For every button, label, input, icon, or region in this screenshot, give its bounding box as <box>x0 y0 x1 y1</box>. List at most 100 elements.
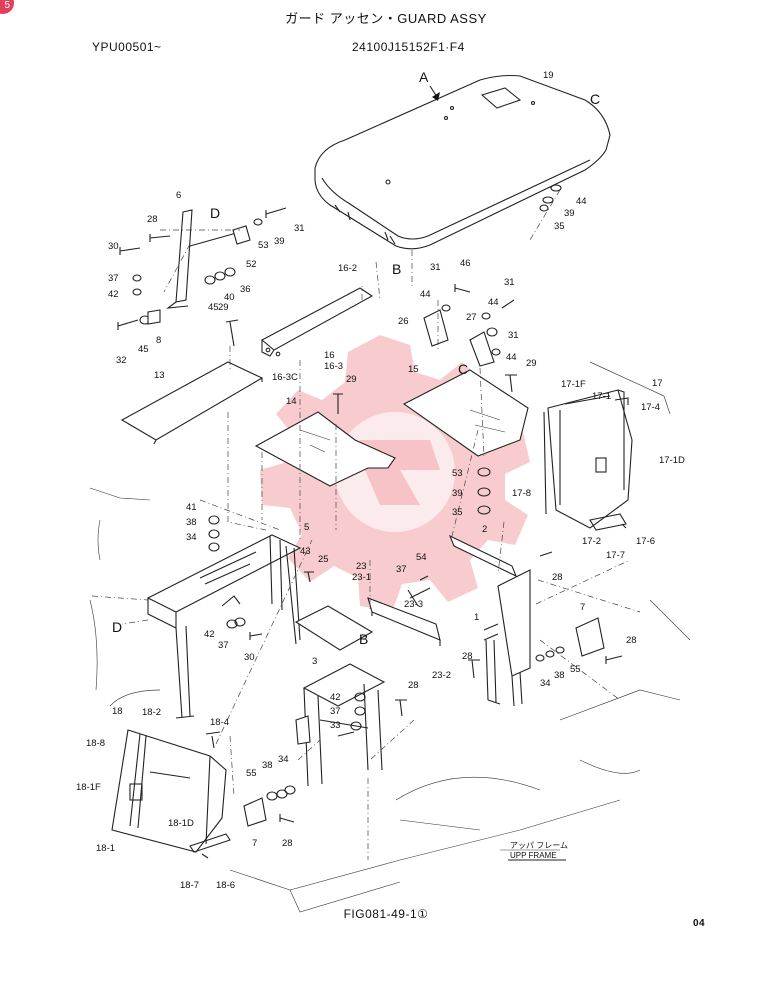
view-marker-c-mid: C <box>458 361 468 377</box>
label-32: 32 <box>116 355 127 366</box>
label-13: 13 <box>154 370 165 381</box>
label-31: 31 <box>504 277 515 288</box>
label-29: 29 <box>346 374 357 385</box>
label-28: 28 <box>552 572 563 583</box>
label-17-1d: 17-1D <box>659 455 685 466</box>
label-34: 34 <box>186 532 197 543</box>
label-33: 33 <box>330 720 341 731</box>
part-3-stand <box>294 605 386 787</box>
label-37: 37 <box>108 273 119 284</box>
label-44: 44 <box>420 289 431 300</box>
label-23: 23 <box>356 561 367 572</box>
label-16-2: 16-2 <box>338 263 357 274</box>
view-marker-b-mid: B <box>359 631 368 647</box>
label-44: 44 <box>576 196 587 207</box>
label-7: 7 <box>580 602 585 613</box>
label-7: 7 <box>252 838 257 849</box>
fasteners-41-38-34 <box>208 515 314 640</box>
label-31: 31 <box>430 262 441 273</box>
page-code: 04 <box>693 918 706 929</box>
label-15: 15 <box>408 364 419 375</box>
label-18-4: 18-4 <box>210 717 229 728</box>
label-28: 28 <box>408 680 419 691</box>
view-marker-a: A <box>419 69 429 85</box>
label-18-6: 18-6 <box>216 880 235 891</box>
assembly-part-number: 24100J15152F1·F4 <box>352 40 465 54</box>
fasteners-53-39-35 <box>477 467 491 515</box>
label-39: 39 <box>564 208 575 219</box>
upper-frame-note-jp: アッパ フレーム <box>510 841 568 850</box>
label-54: 54 <box>416 552 427 563</box>
page-marker-badge: 5 <box>0 0 14 14</box>
label-3: 3 <box>312 656 317 667</box>
label-42: 42 <box>204 629 215 640</box>
label-39: 39 <box>452 488 463 499</box>
part-5-frame <box>146 534 302 719</box>
label-52: 52 <box>246 259 257 270</box>
label-17-1: 17-1 <box>592 391 611 402</box>
label-18-8: 18-8 <box>86 738 105 749</box>
part-17-right-door <box>543 389 633 531</box>
upper-frame-outline <box>89 487 691 913</box>
label-18-2: 18-2 <box>142 707 161 718</box>
figure-number: FIG081-49-1① <box>343 907 429 921</box>
label-53: 53 <box>258 240 269 251</box>
label-55: 55 <box>570 664 581 675</box>
part-7-latch-right <box>535 617 623 664</box>
parts-26-27-hinges <box>423 284 517 393</box>
label-29: 29 <box>218 302 229 313</box>
label-30: 30 <box>108 241 119 252</box>
label-55: 55 <box>246 768 257 779</box>
label-43: 43 <box>300 546 311 557</box>
part-1-2-frame <box>448 534 553 707</box>
part-14-plate <box>254 411 396 487</box>
serial-range: YPU00501~ <box>92 40 162 54</box>
label-23-3: 23-3 <box>404 599 423 610</box>
part-13-plate <box>120 361 264 445</box>
label-36: 36 <box>240 284 251 295</box>
label-29: 29 <box>526 358 537 369</box>
view-marker-d-top: D <box>210 205 220 221</box>
part-15-plate <box>402 369 529 457</box>
fasteners-top-right <box>539 184 562 212</box>
label-19: 19 <box>543 70 554 81</box>
label-18: 18 <box>112 706 123 717</box>
part-23-bracket <box>367 575 441 646</box>
label-45: 45 <box>138 344 149 355</box>
label-35: 35 <box>452 507 463 518</box>
assembly-guide-lines <box>91 189 641 860</box>
view-marker-b-top: B <box>392 261 401 277</box>
label-31: 31 <box>294 223 305 234</box>
label-16: 16 <box>324 350 335 361</box>
label-18-1: 18-1 <box>96 843 115 854</box>
label-41: 41 <box>186 502 197 513</box>
view-marker-d-left: D <box>112 619 122 635</box>
label-23-2: 23-2 <box>432 670 451 681</box>
label-39: 39 <box>274 236 285 247</box>
label-38: 38 <box>554 670 565 681</box>
label-23-1: 23-1 <box>352 572 371 583</box>
label-16-3: 16-3 <box>324 361 343 372</box>
part-7-latch-left <box>243 785 296 827</box>
part-number-labels: 19 44 39 35 6 28 30 37 42 53 39 31 52 36… <box>76 70 685 891</box>
label-53: 53 <box>452 468 463 479</box>
label-38: 38 <box>262 760 273 771</box>
label-17-6: 17-6 <box>636 536 655 547</box>
diagram-title: ガード アッセン・GUARD ASSY <box>285 11 487 26</box>
label-27: 27 <box>466 312 477 323</box>
label-37: 37 <box>396 564 407 575</box>
label-37: 37 <box>330 706 341 717</box>
label-8: 8 <box>156 335 161 346</box>
upper-frame-note-en: UPP FRAME <box>510 851 557 860</box>
fasteners-42-37-33 <box>350 692 407 731</box>
part-19-top-cover <box>314 74 611 250</box>
label-16-3c: 16-3C <box>272 372 298 383</box>
label-17: 17 <box>652 378 663 389</box>
view-marker-c-right: C <box>590 91 600 107</box>
label-6: 6 <box>176 190 181 201</box>
label-2: 2 <box>482 524 487 535</box>
label-34: 34 <box>540 678 551 689</box>
label-28: 28 <box>462 651 473 662</box>
label-34: 34 <box>278 754 289 765</box>
label-28: 28 <box>282 838 293 849</box>
